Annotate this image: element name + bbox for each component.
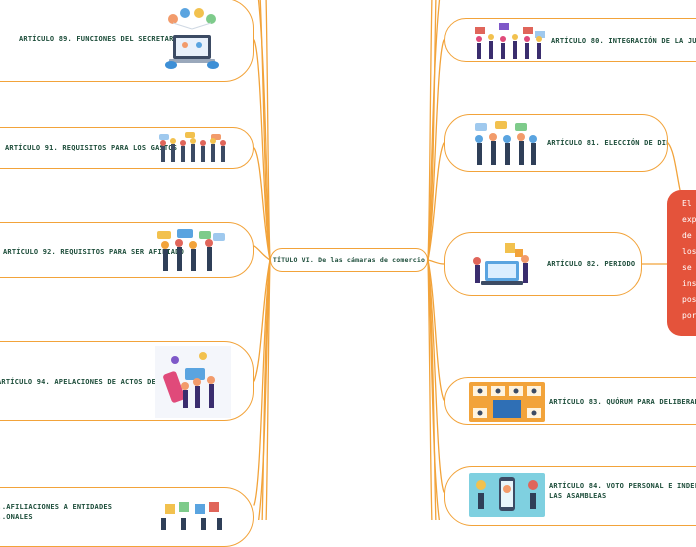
team-network-laptop-icon bbox=[165, 8, 219, 69]
note-line: pos bbox=[682, 295, 696, 304]
topic-label: ARTÍCULO 94. APELACIONES DE ACTOS DE LAS… bbox=[0, 378, 209, 386]
topic-articulo-81[interactable]: ARTÍCULO 81. ELECCIÓN DE DIRECTORES bbox=[444, 114, 668, 172]
article-note-card[interactable]: El exp de los se ins pos por bbox=[667, 190, 696, 336]
note-line: exp bbox=[682, 215, 696, 224]
laptop-puzzle-icon bbox=[473, 243, 529, 285]
topic-articulo-82[interactable]: ARTÍCULO 82. PERIODO bbox=[444, 232, 642, 296]
topic-label: ARTÍCULO 84. VOTO PERSONAL E INDELEGABLE… bbox=[549, 482, 696, 500]
note-line: por bbox=[682, 311, 696, 320]
note-line: El bbox=[682, 199, 692, 208]
connector-right-4 bbox=[427, 259, 445, 401]
smartphone-group-icon bbox=[155, 346, 231, 418]
people-chat-icon bbox=[157, 229, 225, 271]
note-line: de bbox=[682, 231, 692, 240]
connector-right-5 bbox=[427, 259, 445, 493]
topic-label: ARTÍCULO 91. REQUISITOS PARA LOS GASTOS bbox=[5, 144, 178, 152]
topic-label: ...AFILIACIONES A ENTIDADES ...ONALES bbox=[0, 503, 113, 521]
topic-label: ARTÍCULO 81. ELECCIÓN DE DIRECTORES bbox=[547, 139, 667, 147]
central-topic-label: TÍTULO VI. De las cámaras de comercio bbox=[272, 256, 426, 264]
topic-label: ARTÍCULO 82. PERIODO bbox=[547, 260, 636, 268]
mind-map-connectors bbox=[253, 0, 681, 520]
topic-label: ARTÍCULO 89. FUNCIONES DEL SECRETARIO bbox=[19, 35, 183, 43]
topic-articulo-94[interactable]: ARTÍCULO 94. APELACIONES DE ACTOS DE LAS… bbox=[0, 341, 254, 421]
connector-left-2 bbox=[253, 147, 271, 261]
people-speech-bubbles-icon bbox=[159, 132, 226, 162]
video-conference-icon bbox=[469, 382, 545, 422]
phone-vote-icon bbox=[469, 473, 545, 517]
connector-left-4 bbox=[253, 259, 271, 382]
topic-afiliaciones[interactable]: ...AFILIACIONES A ENTIDADES ...ONALES bbox=[0, 487, 254, 547]
connector-right-1 bbox=[427, 39, 445, 261]
connector-left-3 bbox=[253, 245, 271, 261]
note-line: ins bbox=[682, 279, 696, 288]
topic-articulo-89[interactable]: ARTÍCULO 89. FUNCIONES DEL SECRETARIO bbox=[0, 0, 254, 82]
topic-articulo-91[interactable]: ARTÍCULO 91. REQUISITOS PARA LOS GASTOS bbox=[0, 127, 254, 169]
connector-left-1 bbox=[253, 39, 271, 261]
connector-right-2 bbox=[427, 142, 445, 261]
topic-label: ARTÍCULO 92. REQUISITOS PARA SER AFILIAD… bbox=[3, 248, 184, 256]
people-speech-bubbles-icon bbox=[475, 121, 537, 165]
central-topic[interactable]: TÍTULO VI. De las cámaras de comercio bbox=[270, 248, 428, 272]
topic-label: ARTÍCULO 80. INTEGRACIÓN DE LA JUNTA DIR… bbox=[551, 37, 696, 45]
note-line: se bbox=[682, 263, 692, 272]
note-line: los bbox=[682, 247, 696, 256]
topic-articulo-83[interactable]: ARTÍCULO 83. QUÓRUM PARA DELIBERAR Y DEC… bbox=[444, 377, 696, 425]
connector-left-5 bbox=[253, 259, 271, 506]
team-puzzle-icon bbox=[161, 502, 222, 530]
topic-label: ARTÍCULO 83. QUÓRUM PARA DELIBERAR Y DEC… bbox=[549, 398, 696, 406]
topic-articulo-92[interactable]: ARTÍCULO 92. REQUISITOS PARA SER AFILIAD… bbox=[0, 222, 254, 278]
topic-articulo-84[interactable]: ARTÍCULO 84. VOTO PERSONAL E INDELEGABLE… bbox=[444, 466, 696, 526]
topic-articulo-80[interactable]: ARTÍCULO 80. INTEGRACIÓN DE LA JUNTA DIR… bbox=[444, 18, 696, 62]
connector-right-3 bbox=[427, 259, 445, 265]
group-flags-icon bbox=[475, 23, 545, 59]
